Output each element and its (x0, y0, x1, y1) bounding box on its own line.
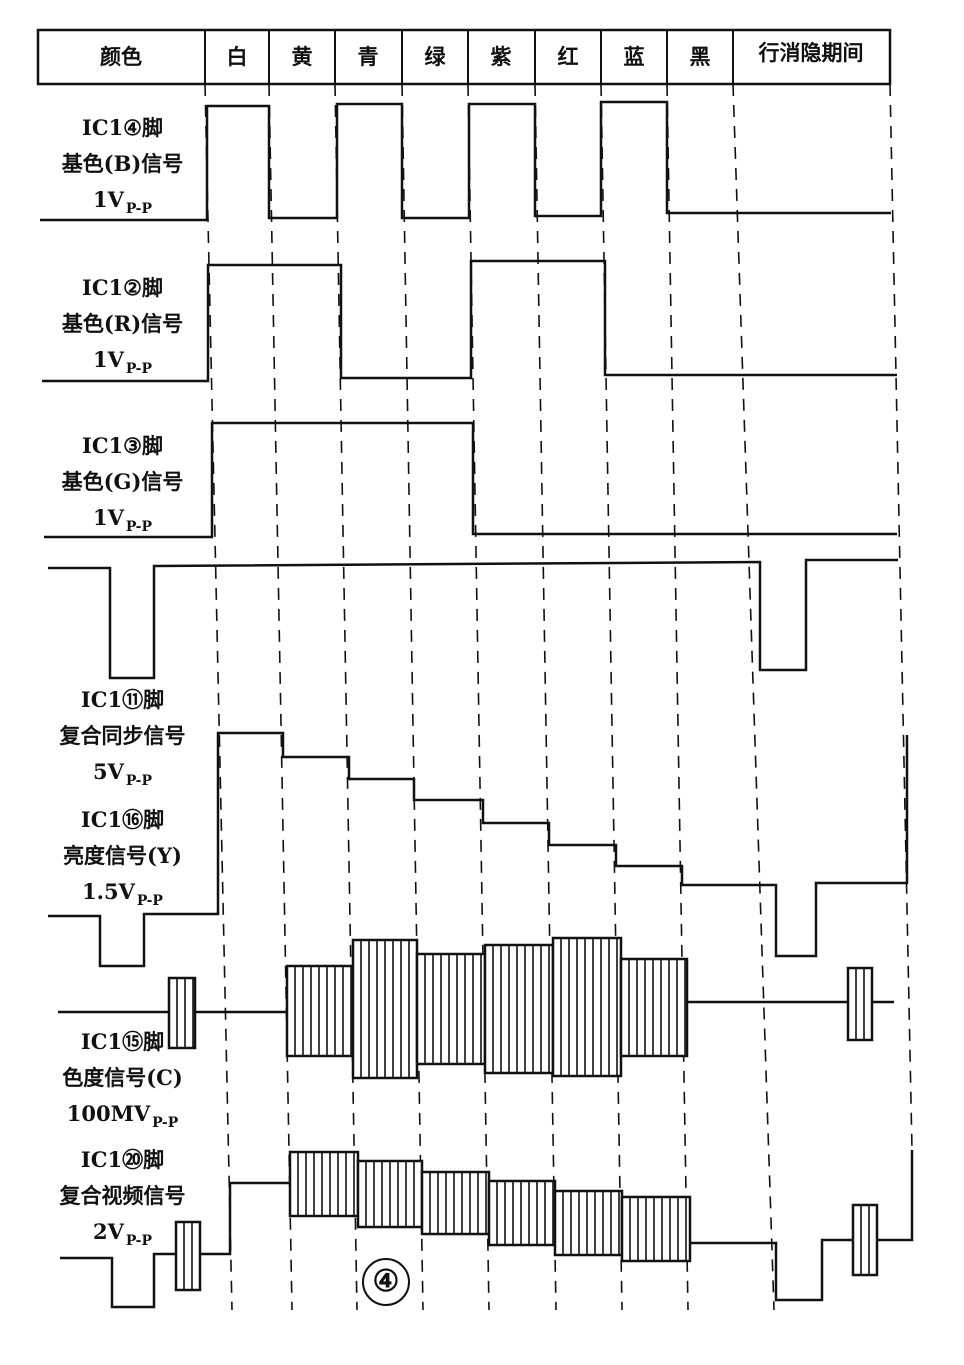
chroma-bar-outline (285, 964, 355, 1058)
label-signal-name: 色度信号(C) (62, 1065, 183, 1090)
color-burst (167, 976, 197, 1050)
color-burst-outline (174, 1220, 202, 1292)
label-signal-name: 复合视频信号 (59, 1183, 186, 1208)
label-pin: IC1③脚 (82, 433, 163, 458)
label-signal-name: 亮度信号(Y) (63, 843, 182, 868)
composite-bar-outline (288, 1150, 360, 1218)
guide-line (732, 83, 775, 1311)
header-blanking-period: 行消隐期间 (758, 40, 864, 65)
header-color-magenta: 紫 (491, 44, 512, 69)
color-burst (174, 1220, 202, 1292)
waveform-luminance-y (48, 731, 909, 968)
guide-line (401, 83, 424, 1311)
color-burst (846, 966, 874, 1042)
chroma-bar (351, 938, 419, 1080)
header-color-white: 白 (227, 44, 248, 69)
label-pin: IC1②脚 (82, 275, 163, 300)
guide-line (889, 83, 913, 1151)
color-burst-group (174, 1203, 879, 1292)
composite-bar (356, 1159, 424, 1229)
color-burst-group (167, 966, 874, 1050)
color-burst (851, 1203, 879, 1277)
header-color-yellow: 黄 (292, 44, 313, 69)
header-color-green: 绿 (425, 44, 447, 69)
chroma-bar (483, 943, 555, 1075)
header-border (36, 28, 892, 86)
label-pin: IC1⑪脚 (80, 687, 165, 712)
composite-bar-outline (487, 1179, 557, 1247)
chroma-bar (619, 957, 689, 1058)
guide-line (268, 83, 293, 1311)
guide-line (600, 83, 623, 1311)
header-color-cyan: 青 (358, 44, 379, 69)
label-signal-name: 复合同步信号 (59, 723, 186, 748)
label-signal-name: 基色(B)信号 (61, 151, 184, 176)
color-burst-outline (851, 1203, 879, 1277)
waveform-composite-sync (48, 558, 898, 680)
label-pin: IC1⑯脚 (80, 807, 165, 832)
waveform-chrominance-c (58, 936, 894, 1080)
chroma-bar-outline (619, 957, 689, 1058)
composite-bar (553, 1189, 624, 1257)
composite-bar-outline (620, 1195, 692, 1263)
chroma-bar (285, 964, 355, 1058)
composite-bar (487, 1179, 557, 1247)
waveform-r-signal (42, 259, 897, 383)
header-color-black: 黑 (690, 44, 711, 69)
figure-number: ④ (362, 1258, 410, 1306)
guide-line (334, 83, 358, 1311)
chroma-bar-group (285, 936, 689, 1080)
cvbs-baseline (690, 1150, 914, 1302)
chroma-bar-group (288, 1150, 692, 1263)
waveform-b-signal (40, 100, 891, 222)
composite-bar (620, 1195, 692, 1263)
waveform-composite-video (60, 1150, 914, 1309)
color-burst-outline (846, 966, 874, 1042)
composite-bar (420, 1170, 491, 1236)
header-table: 颜色 白 黄 青 绿 紫 红 蓝 黑 行消隐期间 (36, 28, 892, 86)
composite-bar-outline (420, 1170, 491, 1236)
chroma-bar-outline (415, 952, 487, 1066)
header-color-red: 红 (558, 44, 579, 69)
header-color-blue: 蓝 (624, 44, 645, 69)
label-signal-name: 基色(R)信号 (61, 311, 184, 336)
label-pin: IC1④脚 (82, 115, 163, 140)
chroma-bar-outline (483, 943, 555, 1075)
color-burst-outline (167, 976, 197, 1050)
waveform-g-signal (44, 421, 897, 539)
label-signal-name: 基色(G)信号 (61, 469, 184, 494)
chroma-bar-outline (551, 936, 623, 1078)
composite-bar (288, 1150, 360, 1218)
cvbs-baseline (60, 1181, 290, 1309)
alignment-guides (204, 83, 913, 1311)
label-pin: IC1⑮脚 (80, 1029, 165, 1054)
composite-bar-outline (553, 1189, 624, 1257)
chroma-bar (551, 936, 623, 1078)
header-label-color: 颜色 (100, 44, 142, 69)
label-pin: IC1⑳脚 (80, 1147, 165, 1172)
guide-line (534, 83, 557, 1311)
chroma-bar (415, 952, 487, 1066)
guide-line (666, 83, 689, 1311)
guide-line (467, 83, 490, 1311)
guide-line (204, 83, 233, 1311)
